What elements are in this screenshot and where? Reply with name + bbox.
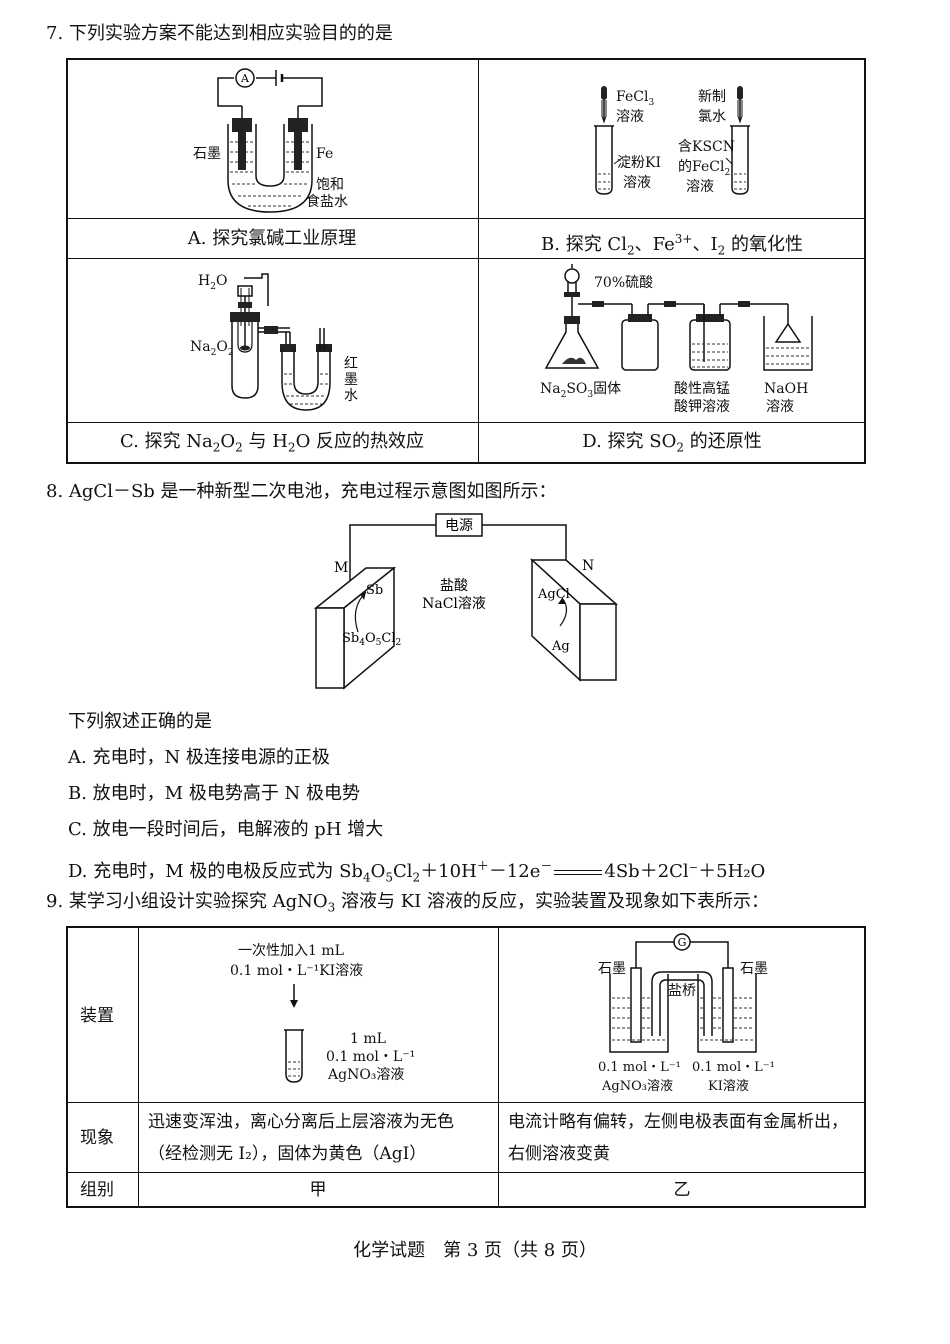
yi-galvanic-cell: G xyxy=(609,933,757,1053)
q7-b-apparatus xyxy=(594,86,750,195)
q8-prompt: 下列叙述正确的是 xyxy=(68,711,212,732)
svg-text:AgCl: AgCl xyxy=(537,587,570,602)
jia-phenomenon-2: （经检测无 I₂），固体为黄色（AgI） xyxy=(148,1144,427,1164)
svg-text:Sb4O5Cl2: Sb4O5Cl2 xyxy=(342,631,401,648)
svg-text:Sb: Sb xyxy=(366,583,383,598)
label-chlorine-water: 新制 xyxy=(698,89,726,105)
label-red-ink: 红墨水 xyxy=(344,356,358,404)
q7-d-apparatus xyxy=(544,264,813,371)
q7-a-caption: A. 探究氯碱工业原理 xyxy=(187,228,357,249)
q8-option-c[interactable]: C. 放电一段时间后，电解液的 pH 增大 xyxy=(68,819,384,840)
q7-divider-v xyxy=(478,58,479,464)
group-yi: 乙 xyxy=(673,1180,691,1200)
label-naoh: NaOH xyxy=(764,381,809,397)
q7-b-caption: B. 探究 Cl2、Fe3+、I2 的氧化性 xyxy=(541,232,803,258)
label-saline-2: 食盐水 xyxy=(306,194,348,210)
yi-phenomenon-2: 右侧溶液变黄 xyxy=(508,1144,610,1164)
q7-c-caption: C. 探究 Na2O2 与 H2O 反应的热效应 xyxy=(119,431,425,455)
q9-table xyxy=(66,926,866,1208)
q8-option-d[interactable]: D. 充电时，M 极的电极反应式为 Sb4O5Cl2＋10H＋－12e－4Sb＋… xyxy=(68,859,766,885)
label-h2o: H2O xyxy=(198,273,228,292)
q7-a-apparatus: A xyxy=(217,68,323,213)
label-kscn: 含KSCN xyxy=(678,139,736,155)
q8-stem: 8. AgCl－Sb 是一种新型二次电池，充电过程示意图如图所示： xyxy=(46,481,557,502)
q9-row-group: 组别 xyxy=(80,1180,114,1200)
label-sulfuric-acid: 70%硫酸 xyxy=(594,275,654,291)
jia-phenomenon-1: 迅速变浑浊，离心分离后上层溶液为无色 xyxy=(148,1112,454,1132)
svg-text:Ag: Ag xyxy=(551,639,570,654)
q9-stem: 9. 某学习小组设计实验探究 AgNO3 溶液与 KI 溶液的反应，实验装置及现… xyxy=(46,891,770,915)
label-starch-ki: 淀粉KI xyxy=(617,155,661,171)
svg-text:M: M xyxy=(334,560,348,576)
yi-graphite-right: 石墨 xyxy=(740,961,768,977)
label-fecl3: FeCl3 xyxy=(616,89,655,108)
label-na2o2: Na2O2 xyxy=(190,339,234,358)
svg-text:A: A xyxy=(240,72,250,85)
svg-text:盐酸: 盐酸 xyxy=(440,578,468,594)
page-footer: 化学试题 第 3 页（共 8 页） xyxy=(353,1240,597,1261)
yi-salt-bridge: 盐桥 xyxy=(668,983,696,999)
jia-add-label: 一次性加入1 mL xyxy=(238,943,344,959)
q7-d-caption: D. 探究 SO2 的还原性 xyxy=(582,431,762,455)
q7-table xyxy=(66,58,866,464)
yi-graphite-left: 石墨 xyxy=(598,961,626,977)
jia-test-tube xyxy=(284,984,304,1083)
label-kmno4: 酸性高锰 xyxy=(674,381,730,397)
q8-option-a[interactable]: A. 充电时，N 极连接电源的正极 xyxy=(68,747,330,768)
group-jia: 甲 xyxy=(309,1180,327,1200)
label-fe: Fe xyxy=(316,146,334,162)
q8-battery-diagram: 电源 M N Sb Sb4O5Cl2 AgCl Ag 盐酸 NaCl溶液 xyxy=(313,513,618,690)
q7-c-apparatus xyxy=(230,273,332,411)
yi-phenomenon-1: 电流计略有偏转，左侧电极表面有金属析出， xyxy=(508,1112,848,1132)
ammeter-icon xyxy=(235,68,255,88)
label-na2so3: Na2SO3固体 xyxy=(540,381,622,400)
svg-text:G: G xyxy=(678,936,687,949)
label-graphite: 石墨 xyxy=(193,146,221,162)
svg-text:N: N xyxy=(582,558,594,574)
q9-row-phenomenon: 现象 xyxy=(80,1128,114,1148)
q7-stem: 7. 下列实验方案不能达到相应实验目的的是 xyxy=(46,23,393,44)
svg-text:电源: 电源 xyxy=(445,518,473,534)
q9-row-device: 装置 xyxy=(80,1006,114,1026)
q8-option-b[interactable]: B. 放电时，M 极电势高于 N 极电势 xyxy=(68,783,361,804)
svg-text:NaCl溶液: NaCl溶液 xyxy=(422,596,486,612)
label-saline-1: 饱和 xyxy=(316,177,344,193)
